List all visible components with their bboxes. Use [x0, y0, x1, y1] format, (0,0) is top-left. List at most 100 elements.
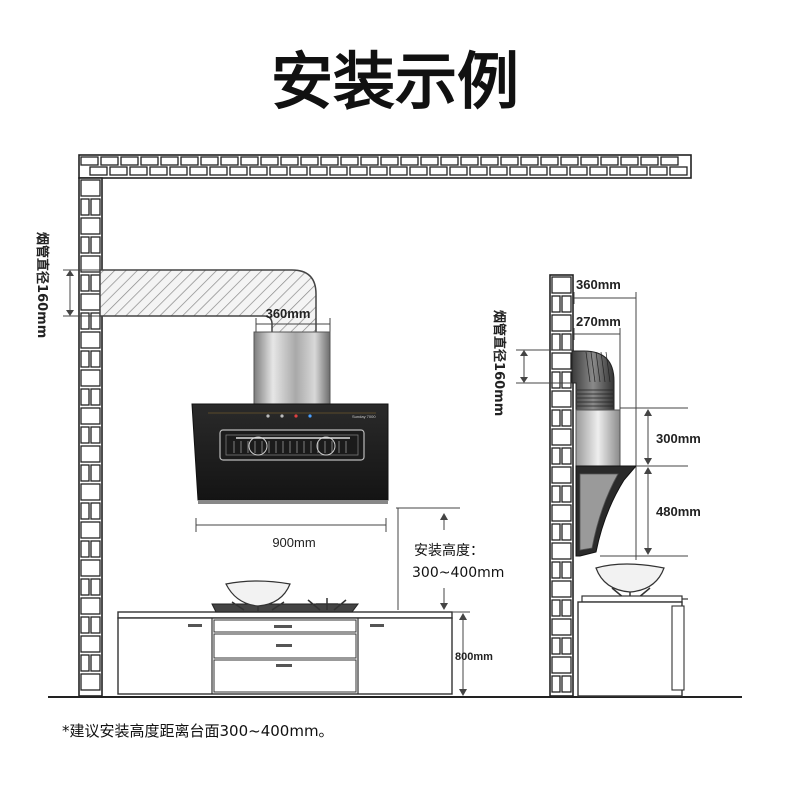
- arrow-down-icon: [459, 689, 467, 696]
- brick: [89, 166, 108, 176]
- fan-icon: [248, 436, 268, 456]
- right-hood-chimney: [575, 409, 621, 467]
- brick: [551, 390, 572, 408]
- left-exhaust-duct: [99, 269, 317, 339]
- brick: [660, 156, 679, 166]
- brick: [200, 156, 219, 166]
- brick: [569, 166, 588, 176]
- right-hood-panel: [579, 473, 619, 551]
- brick: [551, 656, 572, 674]
- right-depth-inner-label: 270mm: [576, 314, 621, 329]
- left-pipe-diameter-label: 烟管直径160mm: [34, 232, 50, 338]
- brick: [340, 156, 359, 166]
- cabinet-handle: [276, 664, 292, 667]
- brick: [80, 559, 101, 577]
- brick: [80, 635, 101, 653]
- brick: [109, 166, 128, 176]
- left-hood-width-label: 900mm: [272, 535, 315, 550]
- arrow-down-icon: [440, 603, 448, 610]
- brick: [80, 312, 90, 330]
- brick: [90, 578, 101, 596]
- brick: [389, 166, 408, 176]
- arrow-down-icon: [66, 310, 74, 316]
- pipe-rib: [595, 351, 601, 383]
- brick: [90, 426, 101, 444]
- brick: [80, 255, 101, 273]
- brick: [561, 409, 572, 427]
- brick: [520, 156, 539, 166]
- brick: [551, 599, 561, 617]
- brick: [369, 166, 388, 176]
- brick: [160, 156, 179, 166]
- brick: [80, 483, 101, 501]
- brick: [80, 407, 101, 425]
- brick: [400, 156, 419, 166]
- brick: [551, 561, 561, 579]
- arrow-up-icon: [459, 613, 467, 620]
- brick: [649, 166, 668, 176]
- right-pipe-diameter-label: 烟管直径160mm: [491, 310, 507, 416]
- brick-walls: [78, 154, 692, 697]
- hood-brand-label: Sunday 7000: [352, 414, 376, 419]
- brick: [90, 616, 101, 634]
- left-hood-chimney: [253, 331, 331, 405]
- page-title: 安装示例: [271, 45, 519, 118]
- brick: [80, 616, 90, 634]
- brick: [80, 388, 90, 406]
- pan-support-icon: [231, 601, 285, 612]
- install-height-label: 安装高度：: [414, 542, 484, 559]
- brick: [80, 521, 101, 539]
- brick: [80, 331, 101, 349]
- brick: [80, 578, 90, 596]
- brick: [551, 580, 572, 598]
- right-flex-pipe: [571, 350, 615, 411]
- brick: [80, 217, 101, 235]
- brick: [90, 540, 101, 558]
- pipe-rib: [590, 351, 596, 383]
- brick: [249, 166, 268, 176]
- brick: [551, 409, 561, 427]
- brick: [90, 350, 101, 368]
- brick: [551, 447, 561, 465]
- brick: [90, 388, 101, 406]
- pipe-rib: [585, 351, 591, 383]
- control-button-icon: [266, 414, 270, 418]
- brick: [90, 236, 101, 254]
- brick: [320, 156, 339, 166]
- brick: [80, 654, 90, 672]
- brick: [80, 198, 90, 216]
- brick: [260, 156, 279, 166]
- brick: [551, 295, 561, 313]
- brick: [640, 156, 659, 166]
- brick: [220, 156, 239, 166]
- brick: [529, 166, 548, 176]
- brick: [609, 166, 628, 176]
- cabinet-handle: [370, 624, 384, 627]
- arrow-down-icon: [520, 377, 528, 383]
- brick: [90, 502, 101, 520]
- arrow-up-icon: [644, 409, 652, 416]
- brick: [80, 350, 90, 368]
- brick: [280, 156, 299, 166]
- brick: [80, 426, 90, 444]
- brick: [180, 156, 199, 166]
- brick: [380, 156, 399, 166]
- brick: [549, 166, 568, 176]
- left-hood-bottom-trim: [198, 500, 388, 504]
- brick: [561, 561, 572, 579]
- brick: [189, 166, 208, 176]
- brick: [269, 166, 288, 176]
- pipe-rib: [600, 351, 606, 383]
- brick: [551, 371, 561, 389]
- brick: [580, 156, 599, 166]
- left-hood-grille: [219, 429, 365, 461]
- flex-pipe-ribs: [577, 351, 613, 407]
- brick: [429, 166, 448, 176]
- brick: [440, 156, 459, 166]
- brick: [80, 236, 90, 254]
- brick: [669, 166, 688, 176]
- pipe-rib: [605, 351, 611, 383]
- brick: [561, 485, 572, 503]
- power-button-icon: [294, 414, 298, 418]
- arrow-up-icon: [440, 513, 448, 520]
